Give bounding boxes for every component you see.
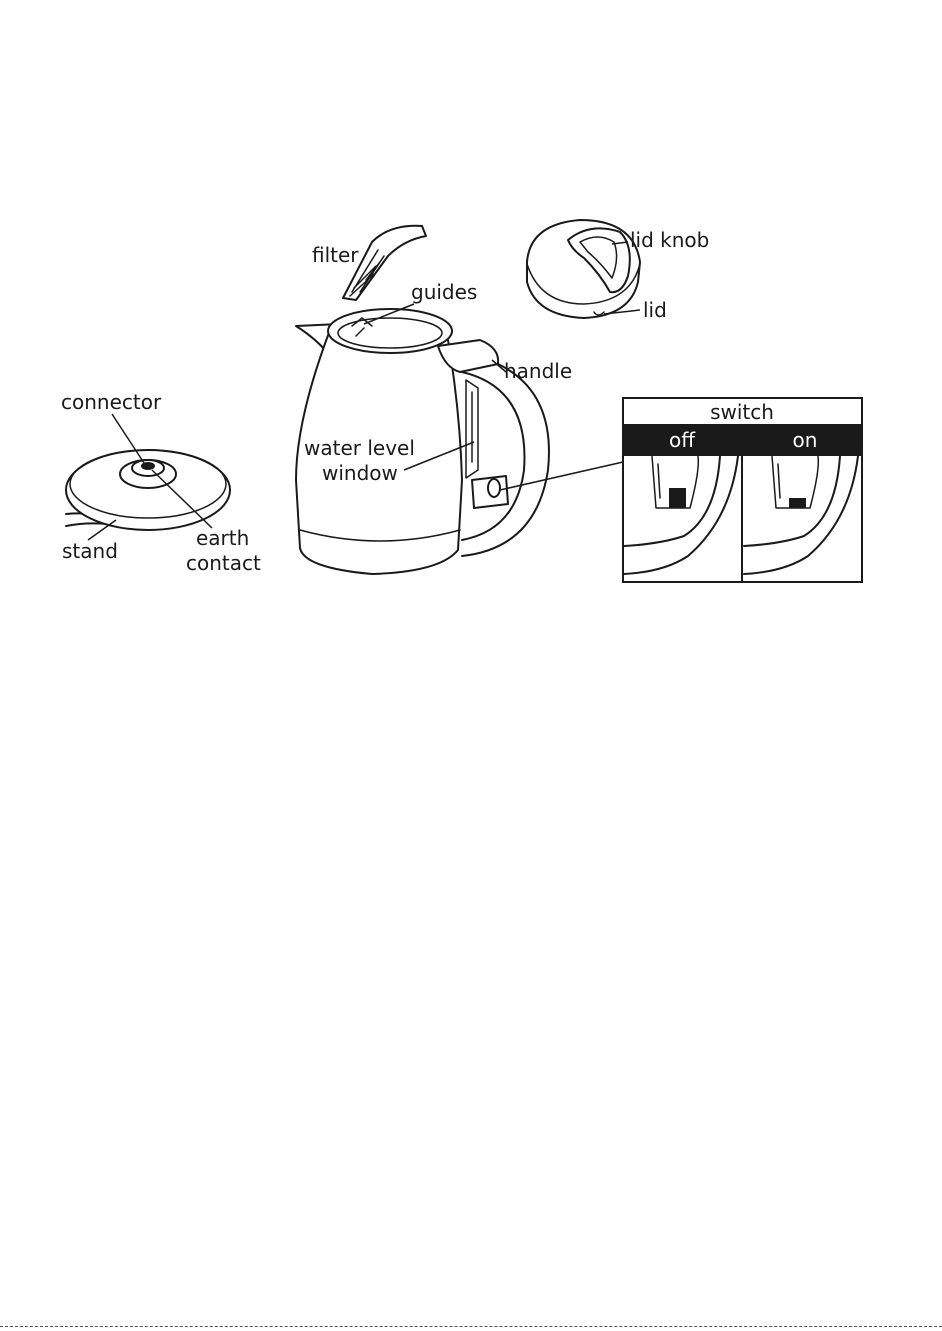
label-water-level-line2: window <box>322 461 398 485</box>
label-switch-title: switch <box>710 400 774 424</box>
label-stand: stand <box>62 539 118 563</box>
label-switch-off: off <box>669 428 696 452</box>
stand-illustration <box>66 450 230 530</box>
label-water-level-line1: water level <box>304 436 415 460</box>
label-connector: connector <box>61 390 162 414</box>
page-bottom-rule <box>0 1326 942 1327</box>
label-filter: filter <box>312 243 359 267</box>
label-earth-line1: earth <box>196 526 249 550</box>
switch-off-knob <box>669 488 686 508</box>
label-lid-knob: lid knob <box>630 228 709 252</box>
leader-switch <box>500 462 623 490</box>
label-switch-on: on <box>793 428 818 452</box>
switch-inset <box>623 398 862 582</box>
label-handle: handle <box>504 359 572 383</box>
label-lid: lid <box>643 298 667 322</box>
lid-illustration <box>527 220 640 318</box>
label-earth-line2: contact <box>186 551 261 575</box>
switch-state-bar <box>623 424 862 456</box>
label-guides: guides <box>411 280 477 304</box>
switch-on-knob <box>789 498 806 508</box>
